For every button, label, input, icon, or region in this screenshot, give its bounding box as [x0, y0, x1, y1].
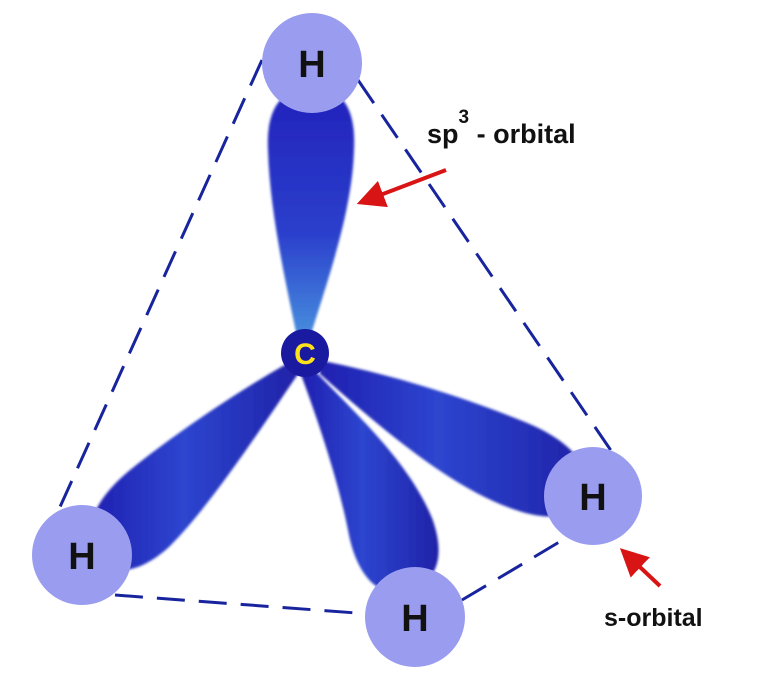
sp3-lobe-right: [318, 360, 586, 517]
hydrogen-label-bottom: H: [401, 598, 428, 640]
carbon-atom: C: [281, 329, 329, 377]
annotation-arrows: [356, 168, 662, 588]
tetrahedron-edges: [53, 59, 614, 616]
s-orbital-arrow: [619, 548, 662, 588]
hydrogen-atoms: H H H H: [32, 13, 642, 667]
hydrogen-atom-bottom: H: [365, 567, 465, 667]
sp3-label-suffix: - orbital: [469, 119, 576, 149]
hydrogen-atom-top: H: [262, 13, 362, 113]
orbital-lobes: [89, 88, 586, 593]
hydrogen-label-left: H: [68, 536, 95, 578]
hydrogen-label-top: H: [298, 44, 325, 86]
edge-bottom-right: [461, 536, 567, 602]
sp3-orbital-label: sp3 - orbital: [427, 107, 576, 149]
sp3-lobe-left: [89, 362, 298, 571]
hydrogen-atom-left: H: [32, 505, 132, 605]
sp3-label-base: sp: [427, 119, 459, 149]
sp3-lobe-bottom: [300, 368, 439, 593]
s-orbital-label: s-orbital: [604, 604, 703, 632]
edge-top-right: [356, 79, 614, 453]
sp3-label-superscript: 3: [459, 107, 470, 128]
edge-left-bottom: [114, 593, 371, 616]
hydrogen-label-right: H: [579, 477, 606, 519]
sp3-lobe-top: [267, 88, 355, 352]
carbon-label: C: [294, 338, 316, 371]
hydrogen-atom-right: H: [544, 447, 642, 545]
sp3-arrow: [356, 168, 447, 208]
